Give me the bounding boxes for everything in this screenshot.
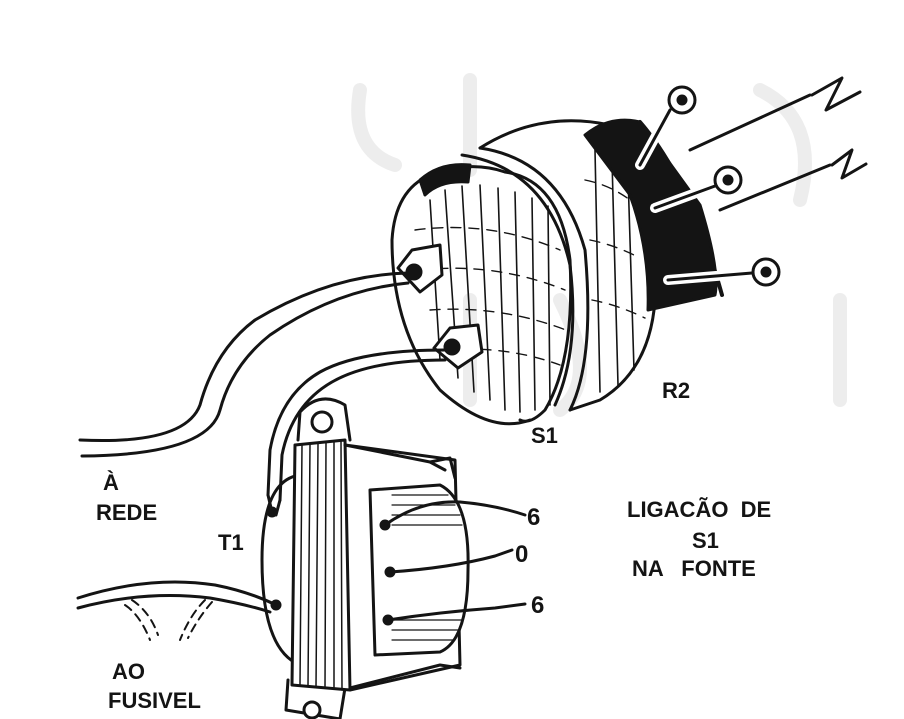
label-tap-mid: 0 (515, 541, 528, 568)
s1-terminal-lugs (396, 243, 484, 370)
secondary-leads (266, 493, 527, 622)
transformer-t1 (260, 397, 470, 719)
label-fusivel: FUSIVEL (108, 688, 201, 713)
r2-terminal-lugs (635, 85, 781, 287)
mains-wires (78, 271, 447, 502)
label-ao: AO (112, 659, 145, 684)
label-tap-bottom: 6 (531, 592, 544, 619)
label-t1: T1 (218, 530, 244, 555)
label-s1: S1 (531, 423, 558, 448)
fuse-wire (76, 580, 278, 641)
caption-line-3: NA FONTE (632, 556, 756, 581)
label-tap-top: 6 (527, 504, 540, 531)
label-r2: R2 (662, 378, 690, 403)
label-rede: REDE (96, 500, 157, 525)
potentiometer-shaft (688, 76, 868, 212)
caption-line-2: S1 (692, 528, 719, 553)
label-accent: À (103, 470, 119, 495)
caption-line-1: LIGACÃO DE (627, 497, 771, 522)
switch-potentiometer-body (390, 118, 724, 426)
